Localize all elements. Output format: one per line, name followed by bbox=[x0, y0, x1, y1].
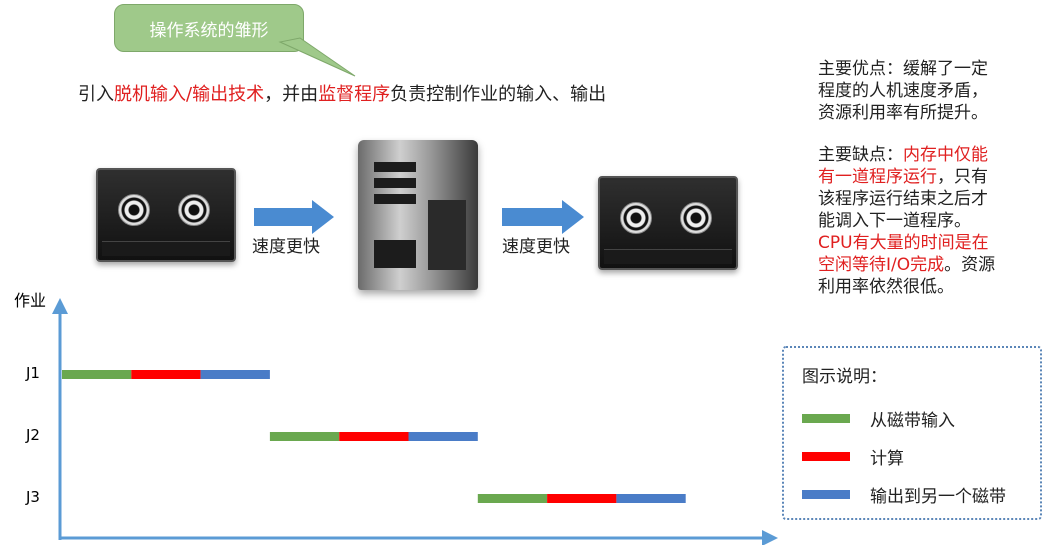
job-label-j1: J1 bbox=[25, 364, 40, 382]
cons-text: 该程序运行结束之后才 bbox=[818, 189, 988, 209]
legend-swatch-output bbox=[802, 490, 850, 499]
arrow-right-icon bbox=[254, 208, 314, 226]
arrow-right-icon bbox=[502, 208, 564, 226]
tape-reel-icon bbox=[680, 202, 712, 234]
server-tower-icon bbox=[358, 140, 478, 290]
cons-paragraph: 主要缺点：内存中仅能 有一道程序运行，只有 该程序运行结束之后才 能调入下一道程… bbox=[818, 144, 1046, 298]
output-tape-drive-icon bbox=[598, 176, 738, 270]
speed-label-left: 速度更快 bbox=[252, 237, 320, 257]
x-axis-arrow-icon bbox=[762, 530, 778, 545]
bar-j3-output bbox=[616, 494, 686, 503]
callout-text: 操作系统的雏形 bbox=[149, 20, 269, 41]
job-label-j3: J3 bbox=[25, 488, 40, 506]
legend-label-compute: 计算 bbox=[870, 449, 904, 469]
cons-highlight: CPU有大量的时间是在 bbox=[818, 233, 989, 253]
bar-j2-compute bbox=[339, 432, 409, 441]
pros-line: 主要优点：缓解了一定 bbox=[818, 59, 988, 79]
cons-highlight: 有一道程序运行 bbox=[818, 167, 937, 187]
drive-bay bbox=[374, 162, 416, 172]
intro-sentence: 引入脱机输入/输出技术，并由监督程序负责控制作业的输入、输出 bbox=[78, 80, 606, 106]
intro-part3: 负责控制作业的输入、输出 bbox=[390, 84, 607, 105]
pros-line: 程度的人机速度矛盾， bbox=[818, 81, 988, 101]
notes-panel: 主要优点：缓解了一定 程度的人机速度矛盾， 资源利用率有所提升。 主要缺点：内存… bbox=[818, 58, 1046, 318]
drive-bay bbox=[374, 194, 416, 204]
side-vent bbox=[428, 200, 466, 270]
pros-line: 资源利用率有所提升。 bbox=[818, 103, 988, 123]
tape-reel-icon bbox=[178, 194, 210, 226]
intro-part2: ，并由 bbox=[264, 84, 319, 105]
tape-reel-icon bbox=[620, 202, 652, 234]
cons-text: 。资源 bbox=[944, 255, 996, 275]
intro-part1: 引入 bbox=[78, 84, 114, 105]
callout-pointer bbox=[278, 37, 356, 77]
tape-slot bbox=[102, 241, 230, 256]
cons-text: ，只有 bbox=[937, 167, 988, 187]
bar-j2-output bbox=[408, 432, 478, 441]
cons-highlight: 空闲等待I/O完成 bbox=[818, 255, 945, 275]
arrow-head-icon bbox=[562, 200, 584, 234]
title-callout: 操作系统的雏形 bbox=[114, 4, 304, 52]
legend-title: 图示说明： bbox=[802, 367, 887, 387]
y-axis-label: 作业 bbox=[14, 291, 46, 310]
bar-j1-compute bbox=[131, 370, 201, 379]
bar-j2-input bbox=[269, 432, 340, 441]
legend-label-output: 输出到另一个磁带 bbox=[870, 487, 1006, 507]
speed-label-right: 速度更快 bbox=[502, 237, 570, 257]
bar-j3-compute bbox=[547, 494, 617, 503]
tape-reel-icon bbox=[118, 194, 150, 226]
arrow-head-icon bbox=[312, 200, 334, 234]
pros-paragraph: 主要优点：缓解了一定 程度的人机速度矛盾， 资源利用率有所提升。 bbox=[818, 58, 1046, 124]
tape-slot bbox=[604, 249, 732, 264]
cons-highlight: 内存中仅能 bbox=[903, 145, 988, 165]
bar-j1-input bbox=[62, 370, 132, 379]
cons-prefix: 主要缺点： bbox=[818, 145, 903, 165]
y-axis-arrow-icon bbox=[52, 298, 68, 314]
input-tape-drive-icon bbox=[96, 168, 236, 262]
legend-box: 图示说明： 从磁带输入 计算 输出到另一个磁带 bbox=[782, 346, 1042, 520]
bar-j3-input bbox=[477, 494, 548, 503]
legend-label-input: 从磁带输入 bbox=[870, 411, 955, 431]
job-label-j2: J2 bbox=[25, 426, 40, 444]
legend-swatch-compute bbox=[802, 452, 850, 461]
front-panel bbox=[374, 240, 416, 268]
intro-highlight-offline-io: 脱机输入/输出技术 bbox=[114, 84, 265, 105]
intro-highlight-monitor: 监督程序 bbox=[318, 84, 391, 105]
bar-j1-output bbox=[200, 370, 270, 379]
cons-text: 能调入下一道程序。 bbox=[818, 211, 971, 231]
cons-text: 利用率依然很低。 bbox=[818, 277, 954, 297]
legend-swatch-input bbox=[802, 414, 850, 423]
drive-bay bbox=[374, 178, 416, 188]
